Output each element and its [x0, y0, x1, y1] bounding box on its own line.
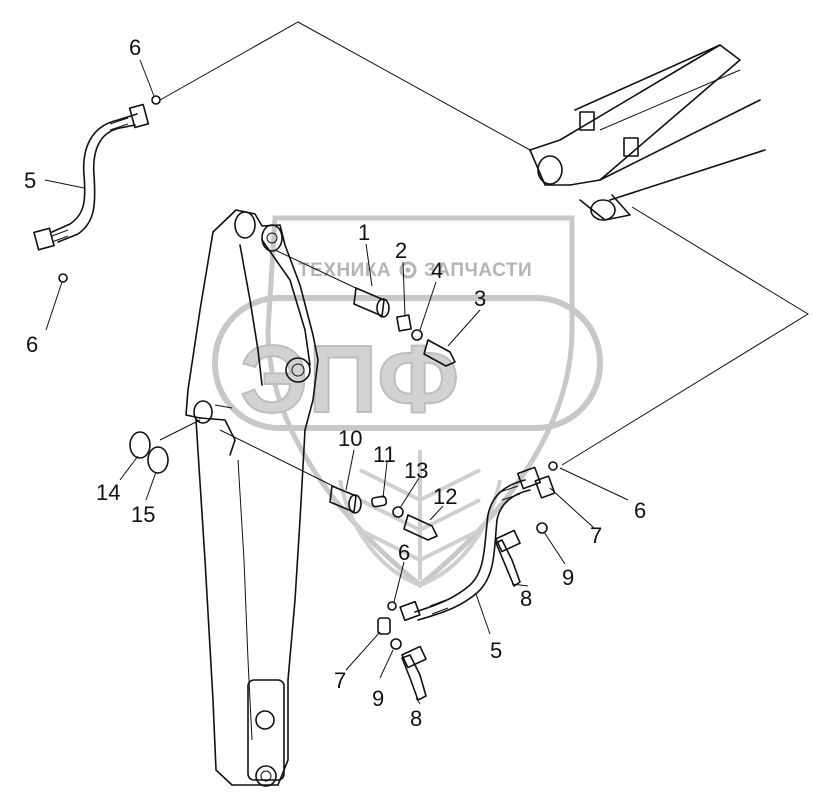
callout-7: 7	[334, 668, 346, 693]
callout-8: 8	[520, 586, 532, 611]
callout-15: 15	[131, 502, 155, 527]
watermark-monogram-frame	[212, 295, 603, 431]
callout-9: 9	[562, 565, 574, 590]
callout-leaders	[44, 59, 629, 705]
boom-body	[529, 44, 766, 221]
watermark-tagline-right: ЗАПЧАСТИ	[424, 260, 532, 281]
callout-3: 3	[474, 286, 486, 311]
bolts-clamps	[377, 522, 548, 701]
watermark-wheat-emblem	[338, 450, 502, 588]
callout-12: 12	[433, 484, 457, 509]
callout-8: 8	[410, 706, 422, 731]
callout-4: 4	[431, 258, 443, 283]
hose-upper-left	[33, 95, 161, 283]
callout-10: 10	[338, 426, 362, 451]
callout-14: 14	[96, 480, 120, 505]
callout-6: 6	[634, 498, 646, 523]
callout-9: 9	[372, 686, 384, 711]
watermark-monogram: ЭПФ	[240, 326, 459, 433]
callout-2: 2	[395, 238, 407, 263]
pin-upper	[353, 287, 456, 367]
assembly-lines	[159, 21, 809, 488]
watermark: ТЕХНИКА ЗАПЧАСТИ ЭПФ	[212, 215, 603, 589]
hose-right	[387, 461, 558, 622]
pin-lower	[129, 431, 438, 541]
callout-5: 5	[24, 168, 36, 193]
callout-5: 5	[490, 638, 502, 663]
callout-6: 6	[129, 35, 141, 60]
callouts: 6 5 6 1 2 4 3 10 11 13 12 14 15 6 7 9 8 …	[24, 35, 646, 731]
callout-1: 1	[358, 220, 370, 245]
watermark-tagline-left: ТЕХНИКА	[298, 260, 391, 281]
callout-13: 13	[404, 458, 428, 483]
callout-6: 6	[398, 540, 410, 565]
callout-6: 6	[26, 332, 38, 357]
callout-11: 11	[373, 442, 396, 467]
gear-icon	[399, 261, 417, 279]
callout-7: 7	[590, 523, 602, 548]
arm-body	[185, 209, 319, 787]
